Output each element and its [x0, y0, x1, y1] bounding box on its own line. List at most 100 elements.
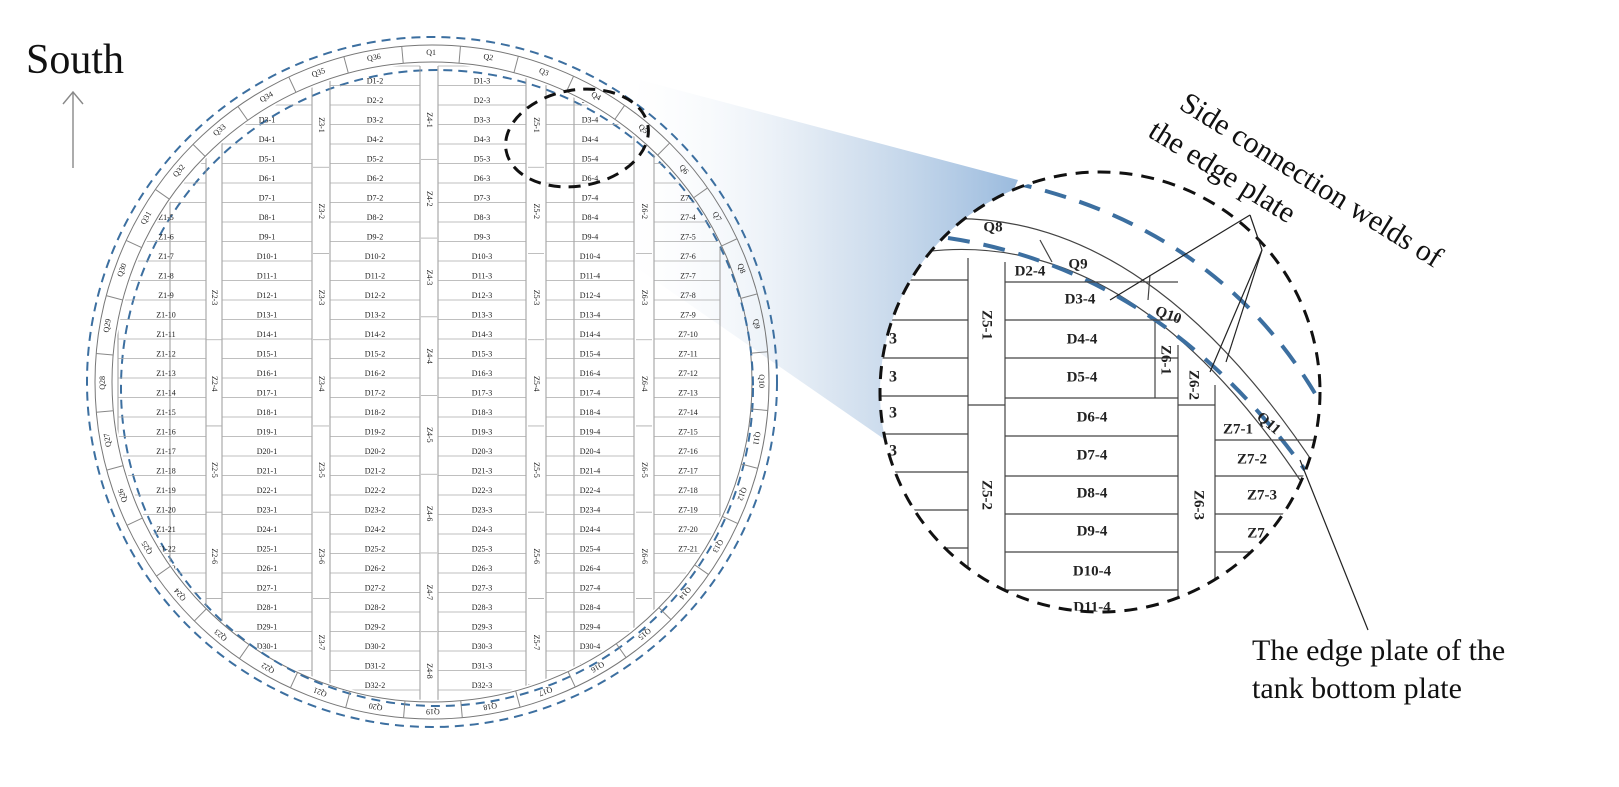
- edge-plate-label: Q11: [751, 431, 762, 446]
- plate-label: D25-4: [580, 545, 600, 554]
- zoom-plate-label: Z6-2: [1186, 370, 1202, 400]
- plate-label: Z7-14: [678, 408, 698, 417]
- plate-label: D17-3: [472, 389, 492, 398]
- edge-seam: [513, 56, 519, 73]
- plate-label: D14-1: [257, 330, 277, 339]
- strip-label: Z2-5: [210, 462, 219, 478]
- plate-label: D28-4: [580, 603, 600, 612]
- zoom-partial-label: 3: [889, 405, 897, 422]
- edge-seam: [192, 144, 206, 157]
- plate-label: D10-1: [257, 252, 277, 261]
- plate-label: Z7-18: [678, 486, 698, 495]
- plate-label: D5-3: [474, 155, 490, 164]
- compass-arrow: [62, 90, 84, 168]
- zoom-plate-label: Z5-1: [979, 310, 995, 340]
- edge-plate-label: Q35: [310, 66, 326, 79]
- edge-plate-label-line1: The edge plate of the: [1252, 634, 1506, 667]
- plate-label: D19-1: [257, 428, 277, 437]
- plate-label: D23-2: [365, 506, 385, 515]
- strip-label: Z3-7: [317, 635, 326, 651]
- edge-plate-label: Q24: [172, 586, 188, 602]
- plate-label: D29-2: [365, 623, 385, 632]
- plate-label: D18-4: [580, 408, 600, 417]
- strip-label: Z4-2: [425, 191, 434, 207]
- strip-label: Z3-2: [317, 203, 326, 219]
- plate-label: Z7-17: [678, 467, 698, 476]
- plate-label: Z7-11: [678, 350, 697, 359]
- plate-label: D25-2: [365, 545, 385, 554]
- plate-label: D24-2: [365, 525, 385, 534]
- plate-label: D21-3: [472, 467, 492, 476]
- edge-seam: [565, 75, 575, 92]
- plate-label: Z7-6: [680, 252, 696, 261]
- zoom-outline: [878, 170, 1322, 614]
- zoom-partial-label: 3: [889, 331, 897, 348]
- plate-label: Z7-3: [680, 194, 696, 203]
- zoom-detail: D2-4D3-4D4-4D5-4D6-4D7-4D8-4D9-4D10-4D11…: [878, 170, 1322, 614]
- plate-label: Z7-21: [678, 545, 698, 554]
- plate-label: D7-1: [259, 194, 275, 203]
- plate-label: D3-3: [474, 116, 490, 125]
- plate-label: D9-2: [367, 233, 383, 242]
- plate-label: D20-2: [365, 447, 385, 456]
- plate-label: D19-3: [472, 428, 492, 437]
- strip-label: Z5-6: [532, 548, 541, 564]
- edge-seam: [155, 189, 170, 200]
- zoom-plate-label: Z7-3: [1247, 487, 1277, 503]
- edge-plate-label: Q15: [636, 626, 652, 642]
- plate-label: D1-2: [367, 77, 383, 86]
- plate-label: D4-2: [367, 135, 383, 144]
- inner-dashed-ring: [120, 69, 754, 707]
- plate-label: Z1-23: [156, 564, 176, 573]
- plate-label: Z7-16: [678, 447, 698, 456]
- edge-seam: [401, 46, 404, 64]
- strip-label: Z3-6: [317, 548, 326, 564]
- edge-plate-label: Q2: [483, 52, 494, 63]
- plate-label: Z7-9: [680, 311, 696, 320]
- zoom-dashed-inner: [947, 236, 1307, 472]
- plate-label: D22-3: [472, 486, 492, 495]
- plate-label: D22-4: [580, 486, 600, 495]
- plate-label: D7-4: [582, 194, 598, 203]
- zoom-plate-label: Z6-1: [1158, 345, 1174, 375]
- plate-label: D25-1: [257, 545, 277, 554]
- edge-plate-label: The edge plate of the tank bottom plate: [1252, 632, 1582, 708]
- edge-plate-label: Q30: [115, 262, 128, 278]
- edge-plate-label: Q1: [426, 48, 436, 57]
- edge-plate-label: Q23: [213, 627, 229, 643]
- edge-seam: [289, 672, 299, 689]
- plate-label: D16-4: [580, 369, 600, 378]
- zoom-plate-label: D9-4: [1077, 523, 1108, 539]
- strip-label: Z3-1: [317, 117, 326, 133]
- plate-label: D14-4: [580, 330, 600, 339]
- edge-ring-outer: [94, 44, 770, 720]
- plate-label: D26-1: [257, 564, 277, 573]
- plate-label: D12-4: [580, 291, 600, 300]
- plate-label: Z1-21: [156, 525, 176, 534]
- plate-label: D18-1: [257, 408, 277, 417]
- edge-seam: [693, 187, 708, 199]
- plate-label: D19-4: [580, 428, 600, 437]
- plate-label: D30-3: [472, 642, 492, 651]
- plate-label: D30-1: [257, 642, 277, 651]
- plate-label: D4-3: [474, 135, 490, 144]
- plate-label: D23-4: [580, 506, 600, 515]
- plate-label: D23-1: [257, 506, 277, 515]
- plate-label: Z7-13: [678, 389, 698, 398]
- strip-label: Z6-4: [640, 376, 649, 392]
- plate-label: D3-1: [259, 116, 275, 125]
- zoom-plate-label: D3-4: [1065, 291, 1096, 307]
- edge-plate-label: Q17: [538, 685, 554, 698]
- strip-label: Z3-5: [317, 462, 326, 478]
- plate-label: D22-2: [365, 486, 385, 495]
- plate-label: Z7-15: [678, 428, 698, 437]
- zoom-edge-label: Q9: [1068, 256, 1087, 272]
- edge-seam: [614, 105, 625, 120]
- plate-label: D24-4: [580, 525, 600, 534]
- plate-label: D25-3: [472, 545, 492, 554]
- edge-seam: [721, 238, 738, 247]
- strip-label: Z5-7: [532, 635, 541, 651]
- edge-plate-label: Q28: [98, 376, 107, 390]
- edge-seam: [239, 644, 250, 659]
- plate-label: Z7-12: [678, 369, 698, 378]
